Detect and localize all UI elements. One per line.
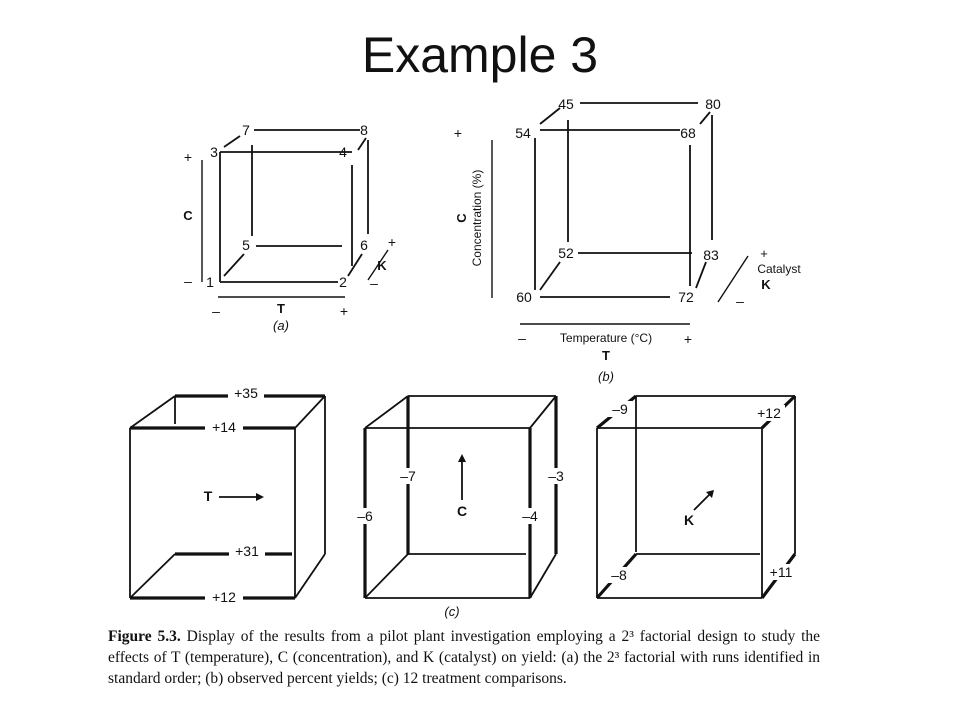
panel-c-k-cube: [595, 394, 797, 600]
panel-a-run-labels: 1 2 3 4 5 6 7 8: [206, 122, 368, 290]
panel-a-c-label: C: [183, 208, 193, 223]
yield-run-2: 72: [678, 289, 694, 305]
run-label-4: 4: [339, 144, 347, 160]
panel-c-label: (c): [444, 604, 459, 619]
panel-a-label: (a): [273, 318, 289, 333]
run-label-3: 3: [210, 144, 218, 160]
panel-a-t-minus: –: [212, 303, 220, 319]
panel-a-k-label: K: [377, 258, 387, 273]
c-effect-right-front: –4: [522, 508, 538, 524]
yield-run-7: 45: [558, 96, 574, 112]
c-effect-left-front: –6: [357, 508, 373, 524]
c-effect-left-back: –7: [400, 468, 416, 484]
caption-text: Display of the results from a pilot plan…: [108, 628, 821, 687]
yield-run-6: 83: [703, 247, 719, 263]
panel-a-axes: + C – – T + (a) + K –: [183, 149, 396, 333]
panel-b-cube: [534, 102, 713, 298]
run-label-5: 5: [242, 237, 250, 253]
yield-run-1: 60: [516, 289, 532, 305]
k-effect-top-right: +12: [757, 405, 781, 421]
panel-c-t-cube: [129, 394, 326, 600]
c-effect-label: C: [457, 503, 467, 519]
yield-run-4: 68: [680, 125, 696, 141]
panel-a-k-minus: –: [370, 275, 378, 291]
run-label-6: 6: [360, 237, 368, 253]
k-effect-label: K: [684, 512, 694, 528]
panel-a-t-label: T: [277, 301, 285, 316]
run-label-8: 8: [360, 122, 368, 138]
panel-b-t-label: T: [602, 348, 610, 363]
yield-run-5: 52: [558, 245, 574, 261]
t-effect-label: T: [204, 488, 213, 504]
figure-number: Figure 5.3.: [108, 628, 181, 645]
panel-a-t-plus: +: [340, 303, 348, 319]
k-effect-bottom-right: +11: [770, 564, 793, 580]
t-effect-front-top: +14: [212, 419, 236, 435]
panel-b-c-label: C: [454, 213, 469, 223]
panel-b-k-label: K: [761, 277, 771, 292]
k-effect-bottom-left: –8: [611, 567, 627, 583]
yield-run-8: 80: [705, 96, 721, 112]
c-effect-right-back: –3: [548, 468, 564, 484]
panel-b-k-plus: +: [760, 246, 768, 261]
k-effect-top-left: –9: [612, 401, 628, 417]
panel-a-cube: [219, 129, 369, 283]
panel-b-t-longlabel: Temperature (°C): [560, 331, 652, 345]
panel-b-k-minus: –: [736, 293, 744, 309]
t-effect-back-top: +35: [234, 385, 258, 401]
panel-b-yield-labels: 60 72 54 68 52 83 45 80: [515, 96, 721, 305]
panel-a-c-minus: –: [184, 273, 192, 289]
panel-b-t-minus: –: [518, 330, 526, 346]
panel-b-k-longlabel: Catalyst: [757, 262, 801, 276]
panel-b-c-plus: +: [454, 125, 462, 141]
panel-a-k-plus: +: [388, 234, 396, 250]
panel-b-axes: + C Concentration (%) – Temperature (°C)…: [454, 125, 801, 384]
yield-run-3: 54: [515, 125, 531, 141]
run-label-7: 7: [242, 122, 250, 138]
run-label-1: 1: [206, 274, 214, 290]
t-effect-back-bottom: +31: [235, 543, 259, 559]
panel-c-c-cube: [363, 395, 558, 599]
figure-caption: Figure 5.3. Display of the results from …: [108, 626, 820, 689]
panel-b-label: (b): [598, 369, 614, 384]
slide-title: Example 3: [361, 27, 599, 83]
panel-b-t-plus: +: [684, 331, 692, 347]
panel-a-c-plus: +: [184, 149, 192, 165]
t-effect-front-bottom: +12: [212, 589, 236, 605]
run-label-2: 2: [339, 274, 347, 290]
panel-b-c-longlabel: Concentration (%): [470, 170, 484, 267]
